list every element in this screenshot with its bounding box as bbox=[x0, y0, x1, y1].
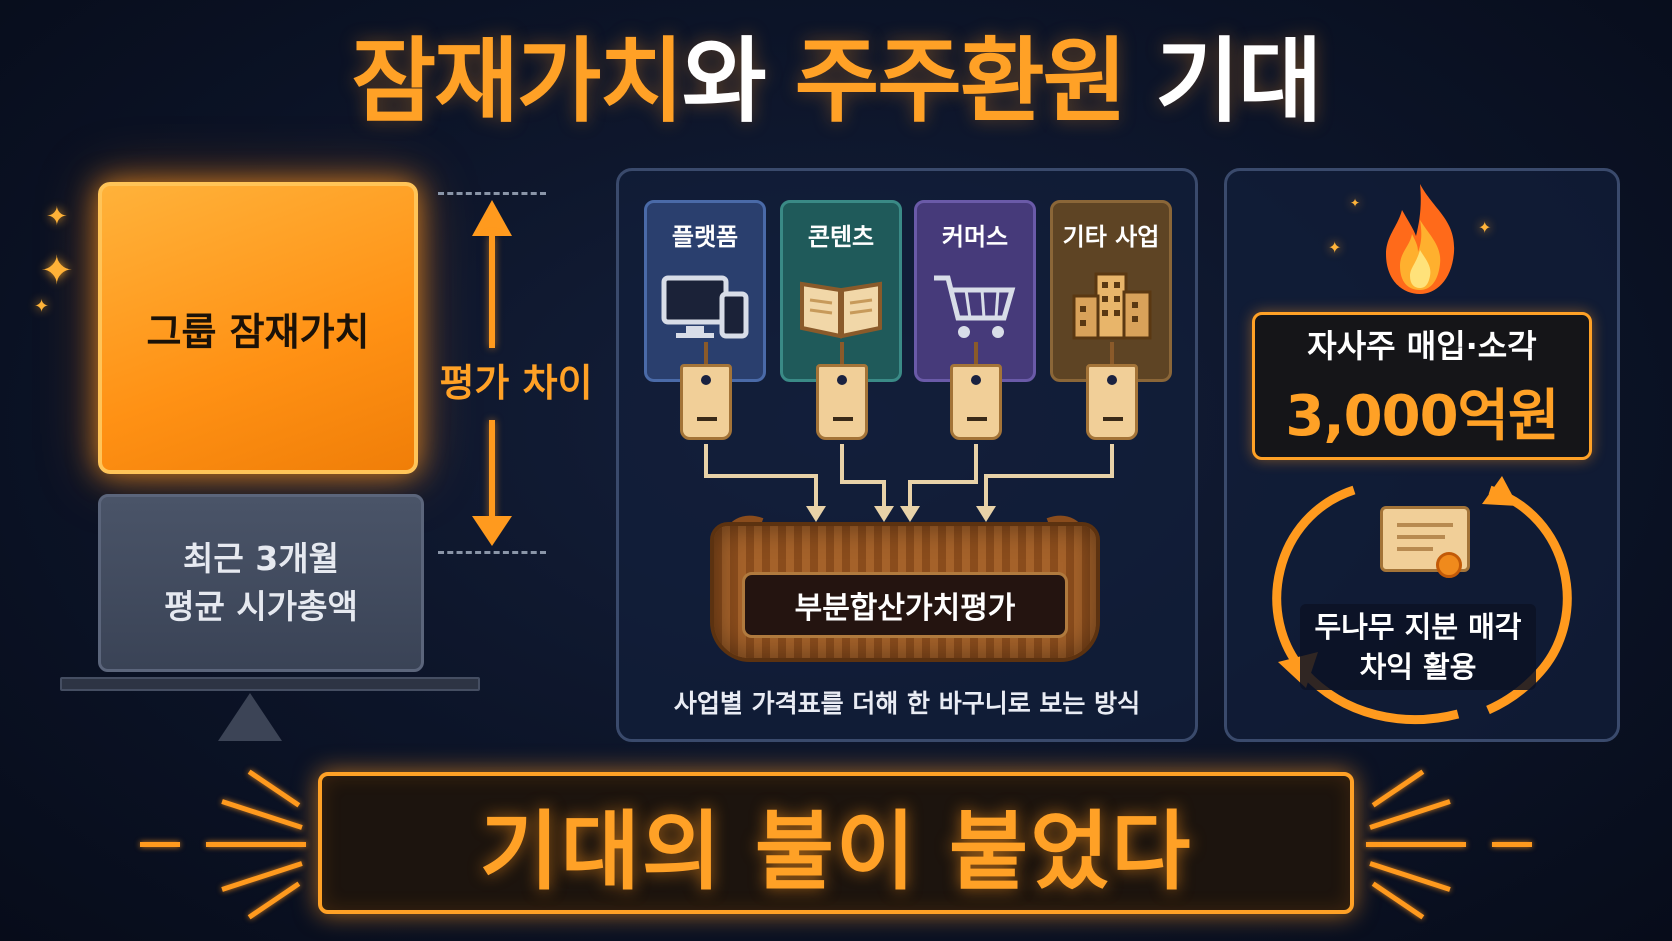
light-ray bbox=[1492, 842, 1532, 847]
segment-label-commerce: 커머스 bbox=[941, 223, 1009, 251]
buyback-label: 자사주 매입·소각 bbox=[1307, 326, 1537, 365]
price-tag-icon bbox=[1086, 364, 1138, 440]
down-arrow-icon bbox=[472, 516, 512, 546]
sparkle-icon: ✦ bbox=[1478, 218, 1492, 237]
tag-string bbox=[704, 342, 708, 366]
title-part-expect: 기대 bbox=[1125, 28, 1322, 135]
light-ray bbox=[247, 881, 301, 920]
sparkle-icon: ✦ bbox=[40, 248, 74, 294]
group-potential-value-label: 그룹 잠재가치 bbox=[146, 309, 370, 354]
dunamu-line1: 두나무 지분 매각 bbox=[1314, 610, 1522, 644]
bottom-dashed-line bbox=[438, 551, 546, 554]
flow-arrows bbox=[704, 444, 1114, 522]
market-cap-box: 최근 3개월 평균 시가총액 bbox=[98, 494, 424, 672]
valuation-difference-label: 평가 차이 bbox=[439, 361, 593, 405]
sparkle-icon: ✦ bbox=[46, 202, 68, 232]
title-part-potential: 잠재가치 bbox=[351, 28, 684, 135]
arrow-shaft-lower bbox=[489, 420, 495, 522]
tag-string bbox=[974, 342, 978, 366]
tag-string bbox=[1110, 342, 1114, 366]
title-part-return: 주주환원 bbox=[794, 28, 1128, 135]
page-title: 잠재가치와 주주환원 기대 bbox=[0, 22, 1672, 142]
shopping-cart-icon bbox=[934, 275, 1016, 338]
scale-base bbox=[218, 693, 282, 741]
light-ray bbox=[1371, 769, 1425, 808]
light-ray bbox=[140, 842, 180, 847]
open-book-icon bbox=[800, 281, 882, 339]
sum-of-parts-caption: 사업별 가격표를 더해 한 바구니로 보는 방식 bbox=[673, 689, 1141, 718]
dunamu-stake-box: 두나무 지분 매각 차익 활용 bbox=[1300, 604, 1536, 690]
tag-string bbox=[840, 342, 844, 366]
light-ray bbox=[1369, 799, 1451, 830]
buyback-box: 자사주 매입·소각 3,000억원 bbox=[1252, 312, 1592, 460]
buyback-amount: 3,000억원 bbox=[1285, 383, 1559, 449]
top-dashed-line bbox=[438, 192, 546, 195]
scale-beam bbox=[60, 677, 480, 691]
fire-icon bbox=[1386, 184, 1455, 294]
sum-of-parts-label: 부분합산가치평가 bbox=[742, 572, 1068, 638]
medal-icon bbox=[1436, 552, 1462, 578]
computer-phone-icon bbox=[661, 275, 749, 339]
market-cap-line2: 평균 시가총액 bbox=[164, 587, 358, 626]
sparkle-icon: ✦ bbox=[1328, 238, 1342, 257]
market-cap-line1: 최근 3개월 bbox=[183, 539, 339, 578]
light-ray bbox=[1366, 842, 1466, 847]
price-tag-icon bbox=[816, 364, 868, 440]
price-tag-icon bbox=[950, 364, 1002, 440]
light-ray bbox=[206, 842, 306, 847]
up-arrow-icon bbox=[472, 200, 512, 236]
sparkle-icon: ✦ bbox=[34, 296, 50, 317]
light-ray bbox=[1371, 881, 1425, 920]
price-tag-icon bbox=[680, 364, 732, 440]
arrow-shaft-upper bbox=[489, 236, 495, 348]
buildings-icon bbox=[1072, 272, 1152, 340]
sparkle-icon: ✦ bbox=[1350, 196, 1361, 210]
segment-label-content: 콘텐츠 bbox=[807, 223, 875, 251]
headline-text: 기대의 불이 붙었다 bbox=[479, 801, 1193, 902]
group-potential-value-box: 그룹 잠재가치 bbox=[98, 182, 418, 474]
title-part-and: 와 bbox=[682, 28, 795, 135]
segment-label-other-business: 기타 사업 bbox=[1062, 223, 1160, 251]
dunamu-line2: 차익 활용 bbox=[1359, 650, 1477, 684]
segment-label-platform: 플랫폼 bbox=[671, 223, 739, 251]
light-ray bbox=[247, 769, 301, 808]
headline-banner: 기대의 불이 붙었다 bbox=[318, 772, 1354, 914]
light-ray bbox=[221, 799, 303, 830]
